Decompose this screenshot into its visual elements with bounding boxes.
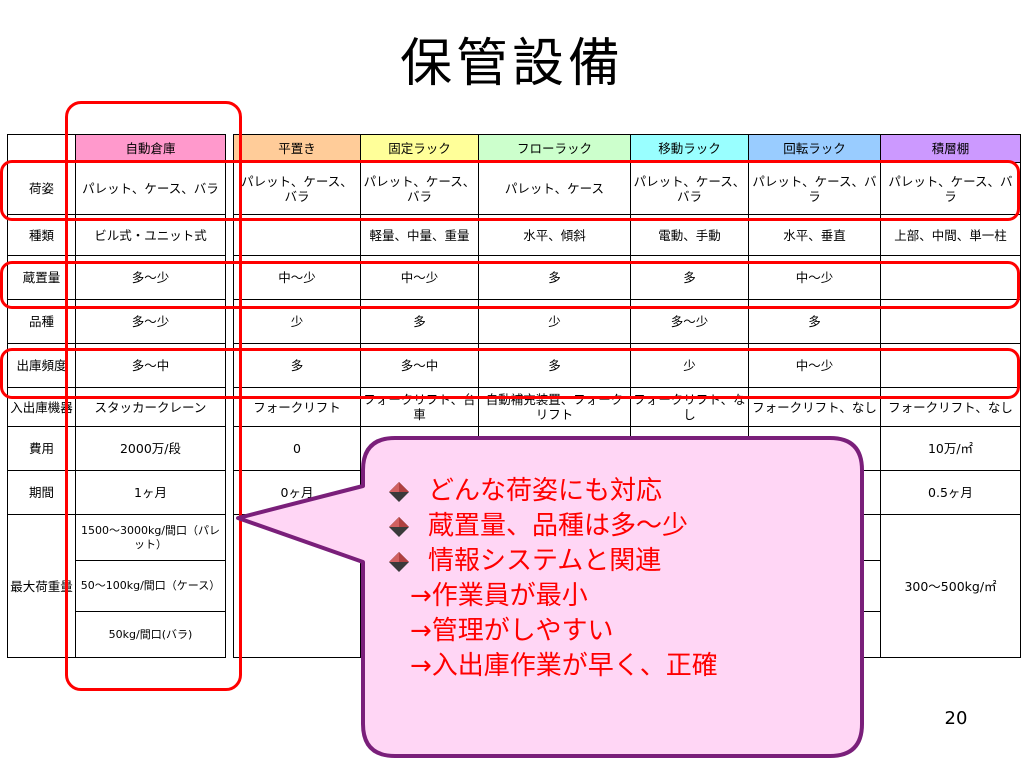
table-cell: スタッカークレーン bbox=[75, 387, 226, 427]
highlight-row-zouchiryou bbox=[0, 261, 1020, 309]
diamond-bullet-icon bbox=[389, 516, 409, 537]
table-cell: 50kg/間口(バラ) bbox=[75, 611, 226, 658]
callout-bullet-text: 蔵置量、品種は多～少 bbox=[428, 511, 689, 541]
table-cell: 自動補充装置、フォークリフト bbox=[478, 387, 631, 427]
callout-bullet: 蔵置量、品種は多～少 bbox=[380, 509, 850, 544]
table-cell: 1500～3000kg/間口（パレット） bbox=[75, 514, 226, 561]
table-cell: パレット、ケース、バラ bbox=[630, 162, 749, 215]
callout-bullet: どんな荷姿にも対応 bbox=[380, 474, 850, 509]
callout-bullet-text: 情報システムと関連 bbox=[428, 546, 662, 576]
table-cell: 0.5ヶ月 bbox=[880, 470, 1021, 515]
callout-text: どんな荷姿にも対応 蔵置量、品種は多～少 情報システムと関連 →作業員が最小 →… bbox=[380, 474, 850, 684]
table-cell: 0 bbox=[233, 426, 361, 471]
table-cell: フォークリフト、なし bbox=[748, 387, 881, 427]
table-cell: パレット、ケース、バラ bbox=[233, 162, 361, 215]
callout-arrow-line: →作業員が最小 bbox=[410, 581, 588, 611]
diamond-bullet-icon bbox=[389, 481, 409, 502]
callout-arrow-line: →入出庫作業が早く、正確 bbox=[410, 651, 718, 681]
table-cell: ビル式・ユニット式 bbox=[75, 214, 226, 256]
diamond-bullet-icon bbox=[389, 551, 409, 572]
table-cell: 300～500kg/㎡ bbox=[880, 514, 1021, 658]
table-cell: 電動、手動 bbox=[630, 214, 749, 256]
table-cell: 2000万/段 bbox=[75, 426, 226, 471]
highlight-row-hindo bbox=[0, 348, 1020, 399]
header-sekisou-dana: 積層棚 bbox=[880, 134, 1021, 163]
header-idou-rack: 移動ラック bbox=[630, 134, 749, 163]
table-cell: 10万/㎡ bbox=[880, 426, 1021, 471]
page-number: 20 bbox=[944, 708, 968, 729]
table-row-kiki: 入出庫機器 スタッカークレーン フォークリフト フォークリフト、台車 自動補充装… bbox=[7, 387, 1021, 427]
table-row-shurui: 種類 ビル式・ユニット式 軽量、中量、重量 水平、傾斜 電動、手動 水平、垂直 … bbox=[7, 214, 1021, 256]
header-hiraoki: 平置き bbox=[233, 134, 361, 163]
header-kaiten-rack: 回転ラック bbox=[748, 134, 881, 163]
callout-bullet: 情報システムと関連 bbox=[380, 544, 850, 579]
table-header-row: 自動倉庫 平置き 固定ラック フローラック 移動ラック 回転ラック 積層棚 bbox=[7, 134, 1021, 163]
table-cell: パレット、ケース、バラ bbox=[360, 162, 479, 215]
highlight-row-nishi bbox=[0, 160, 1020, 221]
table-row-hindo: 出庫頻度 多～中 多 多～中 多 少 中～少 bbox=[7, 343, 1021, 388]
callout-bullet-text: どんな荷姿にも対応 bbox=[428, 476, 663, 506]
table-cell: 1ヶ月 bbox=[75, 470, 226, 515]
slide-title: 保管設備 bbox=[399, 34, 624, 94]
table-cell: 50～100kg/間口（ケース） bbox=[75, 560, 226, 612]
table-cell: 軽量、中量、重量 bbox=[360, 214, 479, 256]
table-row-nishi: 荷姿 パレット、ケース、バラ パレット、ケース、バラ パレット、ケース、バラ パ… bbox=[7, 162, 1021, 215]
row-label: 荷姿 bbox=[7, 162, 76, 215]
table-cell: パレット、ケース、バラ bbox=[880, 162, 1021, 215]
table-cell: パレット、ケース、バラ bbox=[75, 162, 226, 215]
corner-cell bbox=[7, 134, 76, 163]
callout-arrow-line: →管理がしやすい bbox=[410, 616, 614, 646]
table-cell: 水平、垂直 bbox=[748, 214, 881, 256]
table-cell: パレット、ケース、バラ bbox=[748, 162, 881, 215]
